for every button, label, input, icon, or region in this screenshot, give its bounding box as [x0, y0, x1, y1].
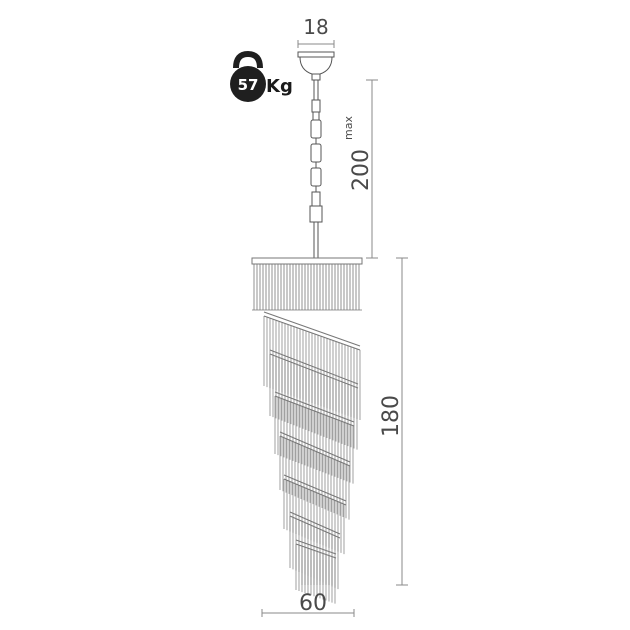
height-dimension — [396, 257, 408, 586]
chandelier-body — [251, 257, 363, 604]
spiral-band — [269, 349, 359, 385]
weight-unit: Kg — [266, 76, 293, 97]
diameter-dimension — [261, 609, 355, 617]
suspension-chain — [309, 80, 323, 258]
drop-label: 200 — [349, 149, 374, 191]
spiral-band — [263, 311, 361, 347]
top-width-label: 18 — [303, 15, 328, 39]
weight-value: 57 — [238, 76, 259, 94]
spiral-band — [289, 511, 341, 535]
spiral-band — [279, 431, 351, 463]
weight-badge: 57 Kg — [230, 50, 293, 102]
spiral-band — [283, 474, 347, 502]
spiral-band — [295, 539, 337, 555]
height-label: 180 — [379, 395, 404, 437]
ceiling-canopy — [297, 51, 335, 81]
top-width-dimension — [297, 40, 335, 48]
kettlebell-icon — [230, 50, 266, 102]
diameter-label: 60 — [299, 591, 327, 616]
drop-suffix: max — [342, 116, 355, 140]
top-ring — [251, 257, 363, 265]
spiral-band — [274, 391, 355, 423]
drop-dimension — [366, 79, 378, 259]
